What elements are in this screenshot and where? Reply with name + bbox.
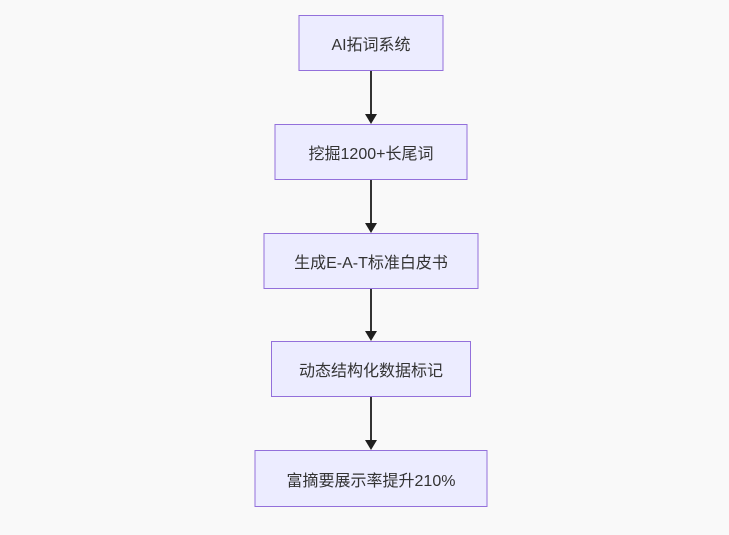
arrow-head-down-icon bbox=[365, 114, 377, 124]
flow-node-ai-expansion-system: AI拓词系统 bbox=[298, 15, 444, 71]
flow-node-structured-data-markup: 动态结构化数据标记 bbox=[271, 341, 471, 397]
arrow-head-down-icon bbox=[365, 223, 377, 233]
flow-node-label: 富摘要展示率提升210% bbox=[286, 472, 456, 490]
flow-node-label: AI拓词系统 bbox=[331, 37, 411, 54]
arrow-head-down-icon bbox=[365, 440, 377, 450]
flow-node-label: 动态结构化数据标记 bbox=[298, 363, 443, 380]
arrow-line bbox=[370, 397, 372, 443]
arrow-line bbox=[370, 180, 372, 226]
flow-edge-4 bbox=[364, 397, 378, 450]
flow-edge-3 bbox=[364, 289, 378, 341]
flow-edge-1 bbox=[364, 71, 378, 124]
arrow-head-down-icon bbox=[365, 331, 377, 341]
flow-node-eat-whitepaper: 生成E-A-T标准白皮书 bbox=[263, 233, 479, 289]
flow-edge-2 bbox=[364, 180, 378, 233]
arrow-line bbox=[370, 289, 372, 334]
flow-node-label: 挖掘1200+长尾词 bbox=[308, 146, 434, 163]
flow-node-label: 生成E-A-T标准白皮书 bbox=[294, 255, 448, 272]
flow-node-longtail-mining: 挖掘1200+长尾词 bbox=[274, 124, 468, 180]
flow-node-rich-snippet-result: 富摘要展示率提升210% bbox=[254, 450, 488, 507]
arrow-line bbox=[370, 71, 372, 117]
